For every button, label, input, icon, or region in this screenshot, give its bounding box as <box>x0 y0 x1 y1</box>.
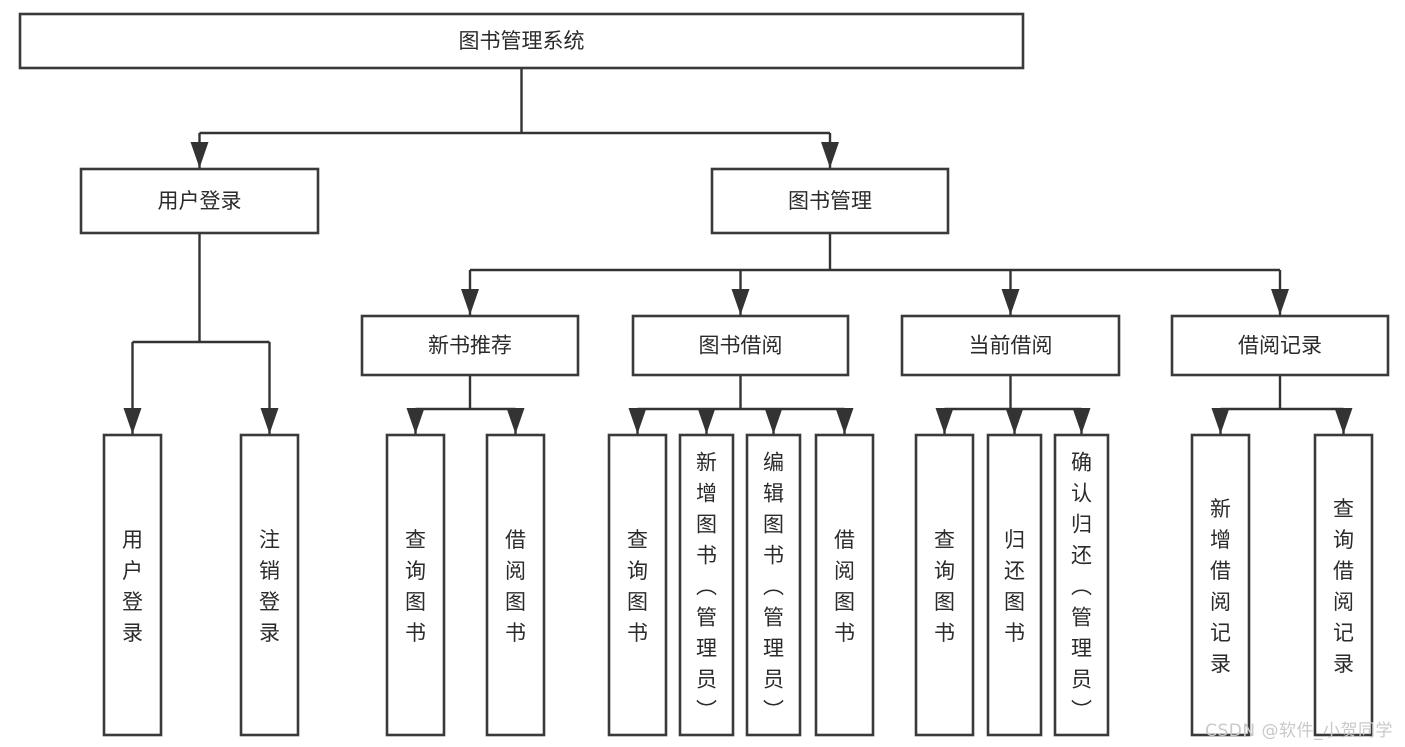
node-leaf-cur-query-book-label: 查询图书 <box>934 528 955 645</box>
node-leaf-rec-query-book[interactable]: 查询图书 <box>385 433 446 737</box>
node-leaf-user-logout-label: 注销登录 <box>259 528 280 645</box>
node-book-borrow-label: 图书借阅 <box>699 334 783 358</box>
node-leaf-rec-query-record-label: 查询借阅记录 <box>1333 497 1354 676</box>
node-leaf-cur-confirm-return-label: 确认归还︵管理员︶ <box>1071 451 1092 723</box>
node-leaf-bm-add-book-box <box>678 433 735 737</box>
node-leaf-bm-add-book[interactable]: 新增图书︵管理员︶ <box>678 433 735 737</box>
node-leaf-rec-query-book-label: 查询图书 <box>405 528 426 645</box>
node-borrow-record[interactable]: 借阅记录 <box>1170 314 1390 377</box>
node-book-management-label: 图书管理 <box>788 189 872 213</box>
current-borrow-to-leaves-arrow-0 <box>935 408 954 434</box>
node-leaf-user-logout[interactable]: 注销登录 <box>239 433 300 737</box>
node-leaf-bm-edit-book[interactable]: 编辑图书︵管理员︶ <box>745 433 802 737</box>
book-borrow-to-leaves-arrow-1 <box>697 408 716 434</box>
node-leaf-rec-add-record-label: 新增借阅记录 <box>1210 497 1231 676</box>
node-leaf-user-login[interactable]: 用户登录 <box>102 433 163 737</box>
node-root-label: 图书管理系统 <box>459 29 585 53</box>
current-borrow-to-leaves-arrow-1 <box>1005 408 1024 434</box>
user-login-to-leaves-arrow-0 <box>123 408 142 434</box>
node-new-book-recommend[interactable]: 新书推荐 <box>360 314 580 377</box>
node-leaf-bm-borrow-book-box <box>814 433 875 737</box>
node-new-book-recommend-label: 新书推荐 <box>428 334 512 358</box>
node-leaf-bm-edit-book-label: 编辑图书︵管理员︶ <box>763 451 784 723</box>
node-book-management-box <box>710 167 950 235</box>
node-leaf-bm-query-book-box <box>607 433 668 737</box>
book-borrow-to-leaves-arrow-3 <box>835 408 854 434</box>
node-leaf-user-logout-box <box>239 433 300 737</box>
node-leaf-bm-query-book-label: 查询图书 <box>627 528 648 645</box>
node-book-management[interactable]: 图书管理 <box>710 167 950 235</box>
node-leaf-cur-return-book[interactable]: 归还图书 <box>986 433 1043 737</box>
node-leaf-user-login-box <box>102 433 163 737</box>
node-leaf-bm-edit-book-box <box>745 433 802 737</box>
bm-to-level3-arrow-3 <box>1271 289 1289 315</box>
node-leaf-rec-borrow-book-label: 借阅图书 <box>505 528 526 645</box>
node-borrow-record-box <box>1170 314 1390 377</box>
node-leaf-rec-borrow-book-box <box>485 433 546 737</box>
node-current-borrow-box <box>900 314 1121 377</box>
node-leaf-rec-add-record-box <box>1190 433 1251 737</box>
book-borrow-to-leaves-arrow-0 <box>628 408 647 434</box>
node-leaf-cur-query-book-box <box>914 433 975 737</box>
node-leaf-bm-add-book-label: 新增图书︵管理员︶ <box>696 451 717 723</box>
node-leaf-rec-query-record-box <box>1313 433 1374 737</box>
node-leaf-rec-borrow-book[interactable]: 借阅图书 <box>485 433 546 737</box>
node-current-borrow[interactable]: 当前借阅 <box>900 314 1121 377</box>
node-leaf-cur-return-book-label: 归还图书 <box>1004 528 1025 645</box>
node-leaf-cur-query-book[interactable]: 查询图书 <box>914 433 975 737</box>
node-leaf-bm-borrow-book-label: 借阅图书 <box>834 528 855 645</box>
user-login-to-leaves-arrow-1 <box>260 408 279 434</box>
root-to-level2-arrow-1 <box>821 142 839 168</box>
borrow-record-to-leaves-arrow-1 <box>1334 408 1353 434</box>
node-current-borrow-label: 当前借阅 <box>969 334 1053 358</box>
new-book-recommend-to-leaves-arrow-1 <box>506 408 525 434</box>
node-leaf-bm-borrow-book[interactable]: 借阅图书 <box>814 433 875 737</box>
bm-to-level3-arrow-0 <box>461 289 479 315</box>
node-new-book-recommend-box <box>360 314 580 377</box>
node-borrow-record-label: 借阅记录 <box>1238 334 1322 358</box>
node-leaf-user-login-label: 用户登录 <box>122 528 143 645</box>
node-user-login[interactable]: 用户登录 <box>79 167 320 235</box>
root-to-level2-arrow-0 <box>190 142 209 168</box>
bm-to-level3-arrow-1 <box>731 289 750 315</box>
connectors-layer <box>123 68 1353 434</box>
node-user-login-label: 用户登录 <box>158 189 242 213</box>
book-borrow-to-leaves-arrow-2 <box>764 408 783 434</box>
node-leaf-cur-return-book-box <box>986 433 1043 737</box>
node-leaf-cur-confirm-return[interactable]: 确认归还︵管理员︶ <box>1053 433 1110 737</box>
node-root-box <box>18 12 1025 70</box>
node-leaf-bm-query-book[interactable]: 查询图书 <box>607 433 668 737</box>
node-leaf-rec-add-record[interactable]: 新增借阅记录 <box>1190 433 1251 737</box>
node-user-login-box <box>79 167 320 235</box>
borrow-record-to-leaves-arrow-0 <box>1211 408 1230 434</box>
new-book-recommend-to-leaves-arrow-0 <box>406 408 425 434</box>
current-borrow-to-leaves-arrow-2 <box>1072 408 1091 434</box>
node-root[interactable]: 图书管理系统 <box>18 12 1025 70</box>
node-leaf-rec-query-book-box <box>385 433 446 737</box>
node-book-borrow-box <box>631 314 850 377</box>
node-leaf-cur-confirm-return-box <box>1053 433 1110 737</box>
node-book-borrow[interactable]: 图书借阅 <box>631 314 850 377</box>
nodes-layer: 图书管理系统用户登录图书管理新书推荐图书借阅当前借阅借阅记录用户登录注销登录查询… <box>18 12 1390 737</box>
node-leaf-rec-query-record[interactable]: 查询借阅记录 <box>1313 433 1374 737</box>
bm-to-level3-arrow-2 <box>1001 289 1020 315</box>
